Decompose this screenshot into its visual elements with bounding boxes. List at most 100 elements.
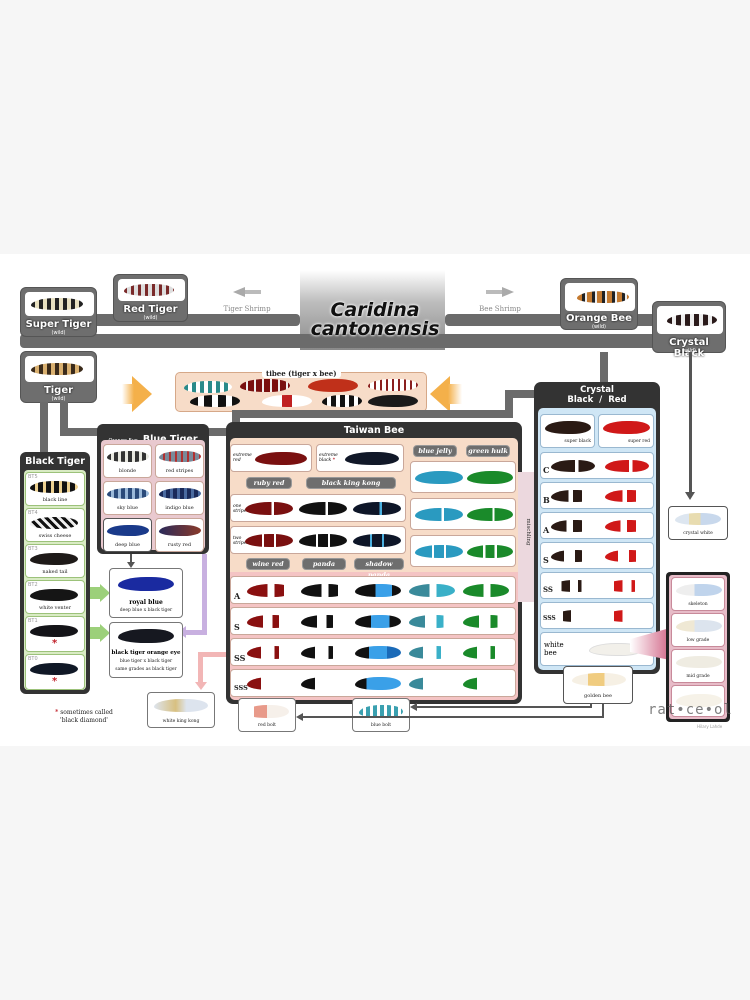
shrimp-image: [605, 610, 649, 622]
blue-tiger-item[interactable]: rusty red: [155, 518, 204, 552]
crystal-white-label: crystal white: [683, 531, 713, 536]
pill-panda[interactable]: panda: [302, 558, 346, 570]
shrimp-image: [107, 525, 149, 536]
arrow-left-icon: [430, 376, 450, 412]
bt-item[interactable]: BT1 *: [25, 616, 85, 652]
golden-bee-card[interactable]: golden bee: [563, 666, 633, 704]
snow-white-item[interactable]: low grade: [671, 613, 725, 647]
wild-tiger[interactable]: Tiger (wild): [20, 351, 97, 403]
shrimp-image: [415, 471, 463, 484]
crystal-white-card[interactable]: crystal white: [668, 506, 728, 540]
crystal-row-ss[interactable]: SS: [540, 572, 654, 599]
shrimp-image: [353, 502, 401, 515]
mischling-label: mischling: [525, 518, 531, 546]
shrimp-image: [675, 513, 721, 525]
btoe-card[interactable]: black tiger orange eye blue tiger x blac…: [109, 622, 183, 678]
tibee-box: tibee (tiger x bee): [175, 369, 427, 412]
royal-blue-card[interactable]: royal blue deep blue x black tiger: [109, 568, 183, 618]
crystal-row-c[interactable]: C: [540, 452, 654, 479]
super-black-card[interactable]: super black: [540, 414, 595, 448]
connector-line: [130, 554, 132, 564]
shrimp-image: [30, 663, 78, 675]
snow-white-item[interactable]: [671, 685, 725, 717]
grade-label: S: [543, 555, 549, 565]
pill-black-king-kong[interactable]: black king kong: [306, 477, 396, 489]
bt-item[interactable]: BT3 naked tail: [25, 544, 85, 578]
extreme-black-text: extreme black: [319, 453, 338, 463]
footnote-text-2: 'black diamond': [60, 717, 108, 724]
shrimp-image: [301, 646, 347, 659]
bt-item[interactable]: BT0 *: [25, 654, 85, 690]
snow-white-item[interactable]: skeleton: [671, 577, 725, 611]
row-label: two stripes: [233, 536, 249, 546]
grade-label: A: [234, 591, 241, 601]
shrimp-image: [245, 705, 289, 718]
grade-row-a[interactable]: A: [230, 576, 516, 604]
shrimp-image: [262, 395, 312, 407]
shrimp-image: [676, 584, 722, 596]
wild-name: Super Tiger: [25, 319, 92, 330]
shrimp-image: [159, 525, 201, 536]
wild-red-tiger[interactable]: Red Tiger (wild): [113, 274, 188, 322]
tibee-arrow-shaft-left: [122, 384, 134, 404]
shrimp-image: [118, 577, 174, 591]
grade-row-sss[interactable]: SSS: [230, 669, 516, 697]
jelly-hulk-row[interactable]: [410, 498, 516, 530]
bt-item[interactable]: BT2 white venter: [25, 580, 85, 614]
red-bolt-label: red bolt: [258, 723, 276, 728]
pill-green-hulk[interactable]: green hulk: [466, 445, 510, 457]
wild-sub: (wild): [682, 348, 696, 354]
grade-row-s[interactable]: S: [230, 607, 516, 635]
wild-orange-bee[interactable]: Orange Bee (wild): [560, 278, 638, 330]
shrimp-image: [368, 395, 418, 407]
grade-label: C: [543, 465, 550, 475]
extreme-black-label: extreme black *: [319, 453, 339, 463]
crystal-row-sss[interactable]: SSS: [540, 602, 654, 629]
grade-label: A: [543, 525, 550, 535]
blue-tiger-item[interactable]: red stripes: [155, 444, 204, 478]
grade-row-ss[interactable]: SS: [230, 638, 516, 666]
item-label: rusty red: [167, 542, 192, 548]
shrimp-image: [308, 379, 358, 392]
connector: [600, 352, 608, 398]
one-stripe-row[interactable]: one stripe: [230, 494, 406, 522]
wild-sub: (wild): [592, 324, 606, 330]
super-red-card[interactable]: super red: [598, 414, 654, 448]
bt-item[interactable]: BT5 black line: [25, 472, 85, 506]
wild-super-tiger[interactable]: Super Tiger (wild): [20, 287, 97, 337]
white-king-kong-card[interactable]: white king kong: [147, 692, 215, 728]
pill-ruby-red[interactable]: ruby red: [246, 477, 292, 489]
pill-shadow-panda[interactable]: shadow panda: [354, 558, 404, 579]
shrimp-image: [159, 451, 201, 462]
blue-tiger-item[interactable]: deep blue: [103, 518, 152, 552]
blue-bolt-card[interactable]: blue bolt: [352, 698, 410, 732]
item-label: blonde: [118, 468, 137, 474]
crystal-row-s[interactable]: S: [540, 542, 654, 569]
extreme-black-card[interactable]: extreme black *: [316, 444, 404, 472]
shrimp-image: [572, 673, 626, 686]
shrimp-image: [463, 584, 509, 597]
jelly-hulk-row[interactable]: [410, 535, 516, 567]
pill-blue-jelly[interactable]: blue jelly: [413, 445, 457, 457]
shrimp-image: [30, 553, 78, 565]
blue-tiger-item[interactable]: blonde: [103, 444, 152, 478]
jelly-hulk-row[interactable]: [410, 461, 516, 493]
wild-crystal-black[interactable]: Crystal Black (wild): [652, 301, 726, 359]
blue-tiger-item[interactable]: indigo blue: [155, 481, 204, 515]
credit: Hilary Lahde: [697, 724, 723, 729]
pill-wine-red[interactable]: wine red: [246, 558, 290, 570]
shrimp-image: [409, 677, 455, 690]
two-stripes-row[interactable]: two stripes: [230, 526, 406, 554]
crystal-row-a[interactable]: A: [540, 512, 654, 539]
red-bolt-card[interactable]: red bolt: [238, 698, 296, 732]
arrow-left-icon: [296, 713, 303, 721]
shrimp-image: [565, 283, 635, 311]
extreme-red-card[interactable]: extreme red: [230, 444, 312, 472]
snow-white-item[interactable]: mid grade: [671, 649, 725, 683]
crystal-row-b[interactable]: B: [540, 482, 654, 509]
frame-gap: [95, 327, 295, 333]
shrimp-image: [603, 421, 650, 434]
shrimp-image: [605, 490, 649, 502]
blue-tiger-item[interactable]: sky blue: [103, 481, 152, 515]
bt-item[interactable]: BT4 swiss cheese: [25, 508, 85, 542]
